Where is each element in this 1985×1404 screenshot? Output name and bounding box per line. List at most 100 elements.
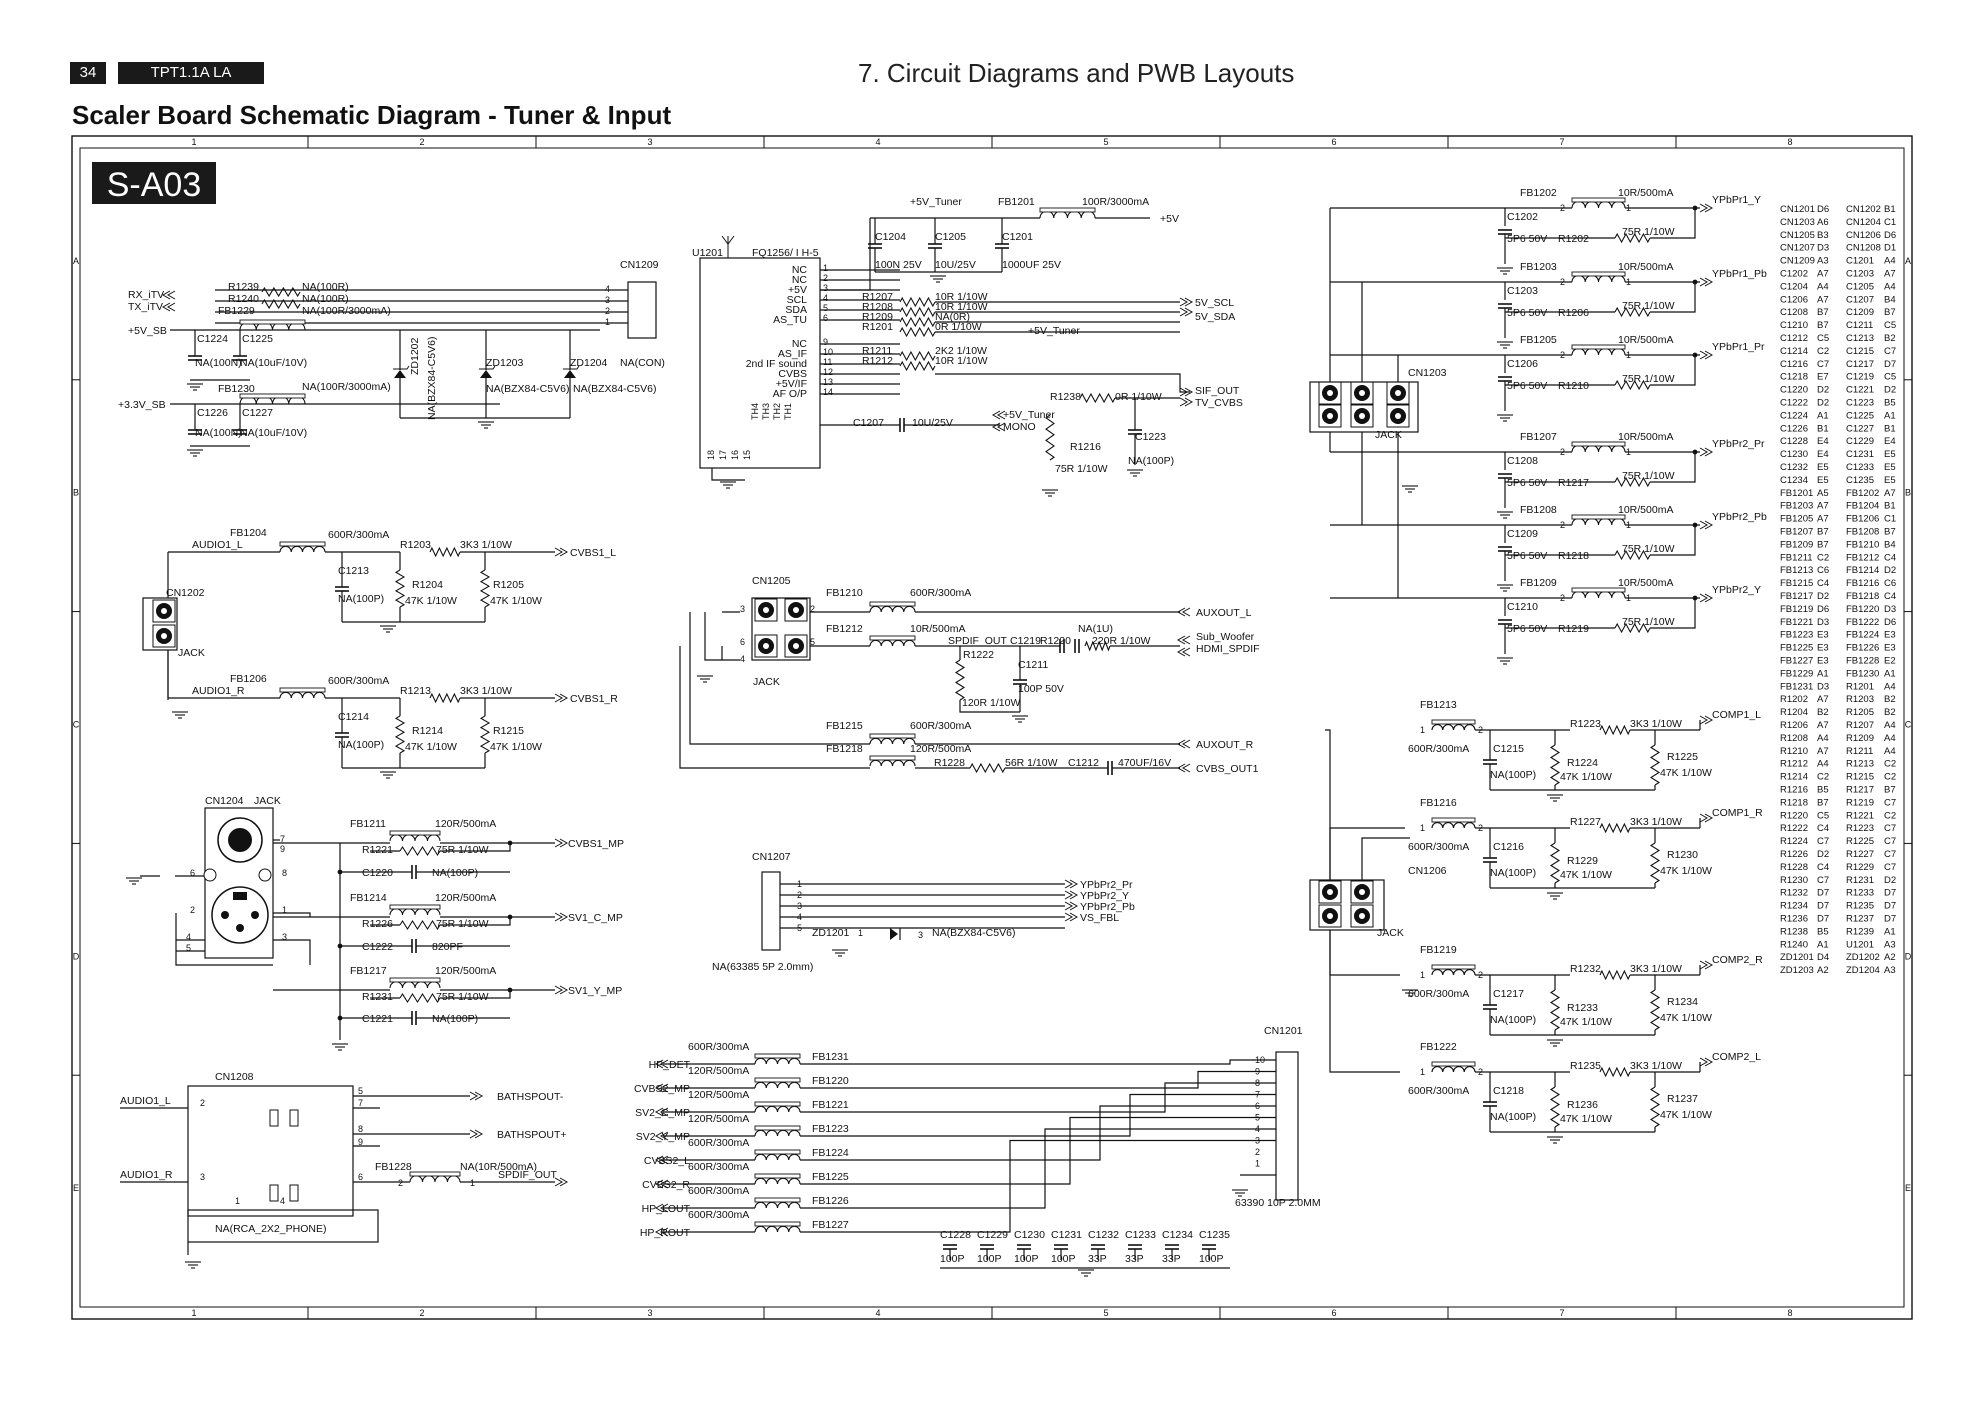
tuner-pin-name: NC [792,338,808,350]
grid-column-label: 2 [419,137,424,147]
ref-fb1218: FB1218 [826,743,863,755]
parts-index-location: D7 [1817,901,1829,912]
parts-index-location: D6 [1817,204,1829,215]
rca-pin: 9 [358,1137,363,1147]
ground-icon [1232,1189,1248,1197]
rca-pin: 8 [358,1124,363,1134]
net-spdif-out: SPDIF_OUT [948,635,1008,647]
parts-index-location: D2 [1817,591,1829,602]
ref-r1240: R1240 [228,293,259,305]
value-resistor: 47K 1/10W [1560,1113,1612,1125]
ground-icon [1402,989,1418,997]
ref-resistor: R1214 [412,725,443,737]
value-resistor: 75R 1/10W [1622,300,1675,312]
net-ypbpr: YPbPr2_Pr [1712,438,1765,450]
ref-fb: FB1204 [230,527,267,539]
value-fb: 10R/500mA [1618,334,1673,346]
parts-index-ref: FB1219 [1780,604,1813,615]
connector-cn1205 [751,597,811,661]
ferrite-bead-symbol [1571,517,1626,526]
wire [820,218,871,291]
tuner-pin-name: CVBS [778,368,807,380]
ref-cap: C1233 [1125,1229,1156,1241]
ref-cn1208: CN1208 [215,1071,254,1083]
ferrite-bead-symbol [409,1175,461,1183]
value-resistor: 3K3 1/10W [460,685,512,697]
connector-cn1207 [761,871,781,951]
parts-index-location: E3 [1817,643,1829,654]
parts-index-ref: FB1203 [1780,501,1813,512]
parts-index-ref: FB1206 [1846,514,1879,525]
parts-index-location: B5 [1817,926,1829,937]
tuner-pin-name: +5V [788,284,807,296]
parts-index-ref: ZD1201 [1780,952,1814,963]
parts-index-location: D3 [1884,604,1896,615]
resistor-symbol [1649,842,1661,884]
parts-index-location: D2 [1884,875,1896,886]
value-resistor: 75R 1/10W [436,918,489,930]
net-comp: COMP2_R [1712,954,1763,966]
part-cn1208: NA(RCA_2X2_PHONE) [215,1223,326,1235]
parts-index-ref: C1216 [1780,359,1808,370]
ferrite-core [1431,1061,1476,1067]
ref-cap: C1208 [1507,455,1538,467]
parts-index-ref: R1228 [1780,862,1808,873]
wire [800,1139,1276,1233]
net-cn1201: HP_DET [649,1059,691,1071]
parts-index-location: C5 [1884,320,1896,331]
jack-pin [784,634,808,658]
ref-zd1203: ZD1203 [486,357,524,369]
resistor-symbol [1549,989,1561,1031]
parts-index-ref: R1206 [1780,720,1808,731]
resistor-symbol [1084,640,1111,652]
parts-index-location: B1 [1884,501,1896,512]
cn1203-type: JACK [1375,429,1402,441]
parts-index-location: B2 [1884,333,1896,344]
parts-index-location: E7 [1817,372,1829,383]
value-cap: NA(100P) [338,593,384,605]
junction-dot [337,943,343,949]
net-arrow-icon [1064,901,1079,911]
grid-column-label: 8 [1787,137,1792,147]
ferrite-bead-symbol [754,1081,801,1089]
parts-index-location: A7 [1817,514,1829,525]
ref-fb: FB1213 [1420,699,1457,711]
parts-index-ref: FB1211 [1780,552,1813,563]
ferrite-bead-symbol [1571,347,1626,356]
parts-index-location: A1 [1817,939,1829,950]
parts-index-ref: R1211 [1846,746,1873,757]
ref-fb1215: FB1215 [826,720,863,732]
value-resistor: 3K3 1/10W [1630,816,1682,828]
net-3v3-sb: +3.3V_SB [118,399,166,411]
ferrite-core [239,393,306,399]
cn1209-pin: 3 [605,295,610,305]
resistor-symbol [399,845,441,857]
net-arrow-icon [161,290,176,300]
ferrite-core [754,1101,801,1107]
parts-index-location: B7 [1817,320,1829,331]
ref-cn1206: CN1206 [1408,865,1447,877]
resistor-symbol [1614,232,1651,244]
ref-cap: C1210 [1507,601,1538,613]
ref-resistor: R1215 [493,725,524,737]
parts-index-location: D2 [1884,565,1896,576]
ref-resistor: R1227 [1570,816,1601,828]
value-resistor: 75R 1/10W [1622,470,1675,482]
net-cn1201: SV2_Y_MP [636,1131,690,1143]
parts-index-ref: C1228 [1780,436,1808,447]
tuner-pin-num: 12 [823,367,833,377]
ferrite-bead-symbol [1571,444,1626,453]
parts-index-ref: FB1216 [1846,578,1879,589]
zener-diode-symbol [480,370,492,378]
scart-pin: 1 [282,905,287,915]
value-fb1228: NA(10R/500mA) [460,1161,537,1173]
ferrite-bead-symbol [389,834,441,842]
net-cn1201: HP_LOUT [642,1203,691,1215]
grid-row-label: B [73,488,79,498]
parts-index-location: A7 [1817,501,1829,512]
parts-index-location: C6 [1884,578,1896,589]
cn1201-pin: 10 [1255,1055,1265,1065]
value-resistor: 3K3 1/10W [1630,963,1682,975]
net-arrow-icon [554,838,569,848]
